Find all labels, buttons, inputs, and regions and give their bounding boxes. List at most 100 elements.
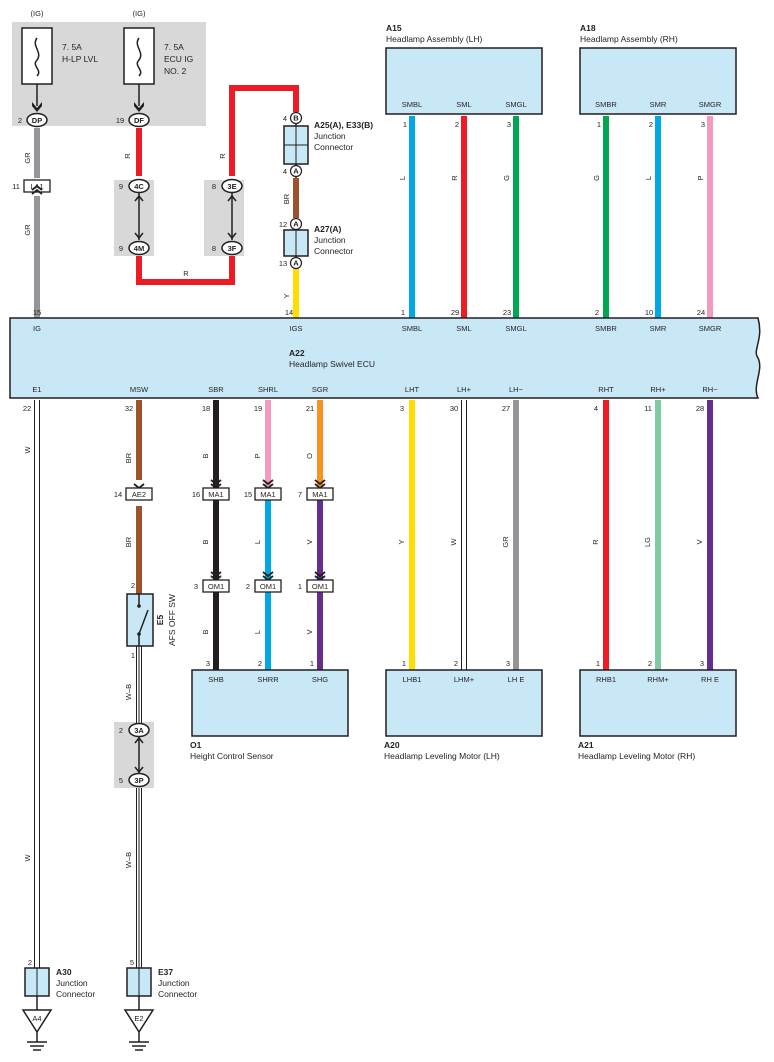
ecu-top-pin-lh-0: 1: [401, 308, 405, 317]
ecu-top-pin-rh-1: 10: [645, 308, 653, 317]
conn-ma1-0-label: MA1: [208, 490, 223, 499]
fuse-1-name: H-LP LVL: [62, 54, 98, 64]
conn-df-pin: 19: [116, 116, 124, 125]
height-sensor-pin-label-0: SHB: [208, 675, 223, 684]
conn-la1-chevron: [31, 184, 43, 195]
motor-rh-pin-2: 3: [700, 659, 704, 668]
afs-off-switch: [126, 593, 154, 647]
motor-lh-name: Headlamp Leveling Motor (LH): [384, 751, 500, 761]
wire-label-br-3: BR: [124, 536, 133, 547]
headlamp-lh-pin-0: 1: [403, 120, 407, 129]
height-sensor-pin-2: 1: [310, 659, 314, 668]
ecu-top-label-6: SMR: [650, 324, 667, 333]
ecu-bottom-pin-9: 11: [644, 404, 652, 413]
headlamp-rh-name: Headlamp Assembly (RH): [580, 34, 678, 44]
ecu-bottom-label-4: SGR: [312, 385, 329, 394]
conn-om1-pin-1: 2: [246, 582, 250, 591]
conn-om1-0-label: OM1: [208, 582, 224, 591]
conn-om1-pin-2: 1: [298, 582, 302, 591]
ecu-top-label-2: SMBL: [402, 324, 422, 333]
ecu-bottom-label-8: RHT: [598, 385, 614, 394]
sensor-wire-up-2: O: [305, 453, 314, 459]
conn-dp-pin: 2: [18, 116, 22, 125]
fuse-2-name: ECU IG: [164, 54, 193, 64]
ecu-top-label-3: SML: [456, 324, 471, 333]
headlamp-lh-wire-0: L: [398, 176, 407, 180]
ecu-bottom-pin-4: 21: [306, 404, 314, 413]
ecu-body: [9, 317, 761, 399]
height-sensor-pin-label-2: SHG: [312, 675, 328, 684]
conn-ma1-1-label: MA1: [260, 490, 275, 499]
sensor-wire-mid-1: L: [253, 540, 262, 544]
headlamp-lh-wire-2: G: [502, 175, 511, 181]
sensor-wire-mid-0: B: [201, 539, 210, 544]
headlamp-rh-pin-2: 3: [701, 120, 705, 129]
conn-3p-pin: 5: [119, 776, 123, 785]
jc-a25-id: A25(A), E33(B): [314, 120, 373, 130]
sensor-wire-mid-2: V: [305, 539, 314, 544]
motor-rh-pin-label-1: RHM+: [647, 675, 669, 684]
motor-rh-box: [579, 669, 737, 737]
headlamp-lh-id: A15: [386, 23, 402, 33]
headlamp-rh-box: [579, 47, 737, 115]
ecu-top-pin-15: 15: [33, 308, 41, 317]
switch-name: AFS OFF SW: [167, 594, 177, 646]
conn-ma1-2-label: MA1: [312, 490, 327, 499]
motor-lh-id: A20: [384, 740, 400, 750]
conn-om1-2-label: OM1: [312, 582, 328, 591]
motor-rh-wire-1: LG: [643, 537, 652, 547]
switch-id: E5: [155, 615, 165, 626]
jc-e37-pin: 5: [130, 958, 134, 967]
conn-ma1-2: [306, 487, 334, 501]
ecu-bottom-label-2: SBR: [208, 385, 224, 394]
motor-lh-box: [385, 669, 543, 737]
ecu-top-label-5: SMBR: [595, 324, 617, 333]
jc-a30-line2: Connector: [56, 989, 95, 999]
conn-3p: [128, 772, 150, 788]
conn-ae2-pin: 14: [114, 490, 122, 499]
ecu-bottom-pin-6: 30: [450, 404, 458, 413]
ecu-bottom-pin-2: 18: [202, 404, 210, 413]
ecu-top-pin-lh-1: 29: [451, 308, 459, 317]
wire-label-br-2: BR: [124, 452, 133, 463]
ecu-bottom-label-10: RH−: [702, 385, 718, 394]
conn-3a-3p-arrows: [134, 736, 144, 774]
motor-rh-pin-1: 2: [648, 659, 652, 668]
jc-a27-in: [289, 217, 303, 231]
headlamp-rh-pin-label-0: SMBR: [595, 100, 617, 109]
fuse-1-rating: 7. 5A: [62, 42, 82, 52]
headlamp-lh-pin-label-0: SMBL: [402, 100, 422, 109]
ecu-id: A22: [289, 348, 305, 358]
jc-a27-line1: Junction: [314, 235, 346, 245]
conn-om1-1: [254, 579, 282, 593]
conn-3e-3f-arrows: [227, 194, 237, 240]
headlamp-rh-wire-0: G: [592, 175, 601, 181]
wire-label-r-3: R: [218, 153, 227, 159]
motor-rh-pin-label-0: RHB1: [596, 675, 616, 684]
motor-rh-wire-0: R: [591, 539, 600, 545]
jc-a27-pin-in: 12: [279, 220, 287, 229]
conn-3a-pin: 2: [119, 726, 123, 735]
height-sensor-name: Height Control Sensor: [190, 751, 274, 761]
wire-label-r-2: R: [183, 269, 189, 278]
wire-igs-red-loop: [136, 256, 235, 285]
conn-3p-label: 3P: [134, 776, 143, 785]
fuse-2-rating: 7. 5A: [164, 42, 184, 52]
sensor-wire-low-1: L: [253, 630, 262, 634]
ecu-bottom-pin-10: 28: [696, 404, 704, 413]
sensor-wire-up-1: P: [253, 453, 262, 458]
headlamp-rh-wire-2: P: [696, 175, 705, 180]
headlamp-rh-id: A18: [580, 23, 596, 33]
conn-3e: [221, 178, 243, 194]
conn-4c-label: 4C: [134, 182, 144, 191]
ecu-bottom-label-6: LH+: [457, 385, 472, 394]
wire-label-w-2: W: [23, 854, 32, 862]
conn-ma1-pin-2: 7: [298, 490, 302, 499]
ecu-top-label-7: SMGR: [699, 324, 722, 333]
headlamp-lh-pin-1: 2: [455, 120, 459, 129]
ground-e2-label: E2: [134, 1014, 143, 1023]
sensor-wire-low-2: V: [305, 629, 314, 634]
conn-df: [128, 112, 150, 128]
conn-om1-1-label: OM1: [260, 582, 276, 591]
conn-dp: [26, 112, 48, 128]
